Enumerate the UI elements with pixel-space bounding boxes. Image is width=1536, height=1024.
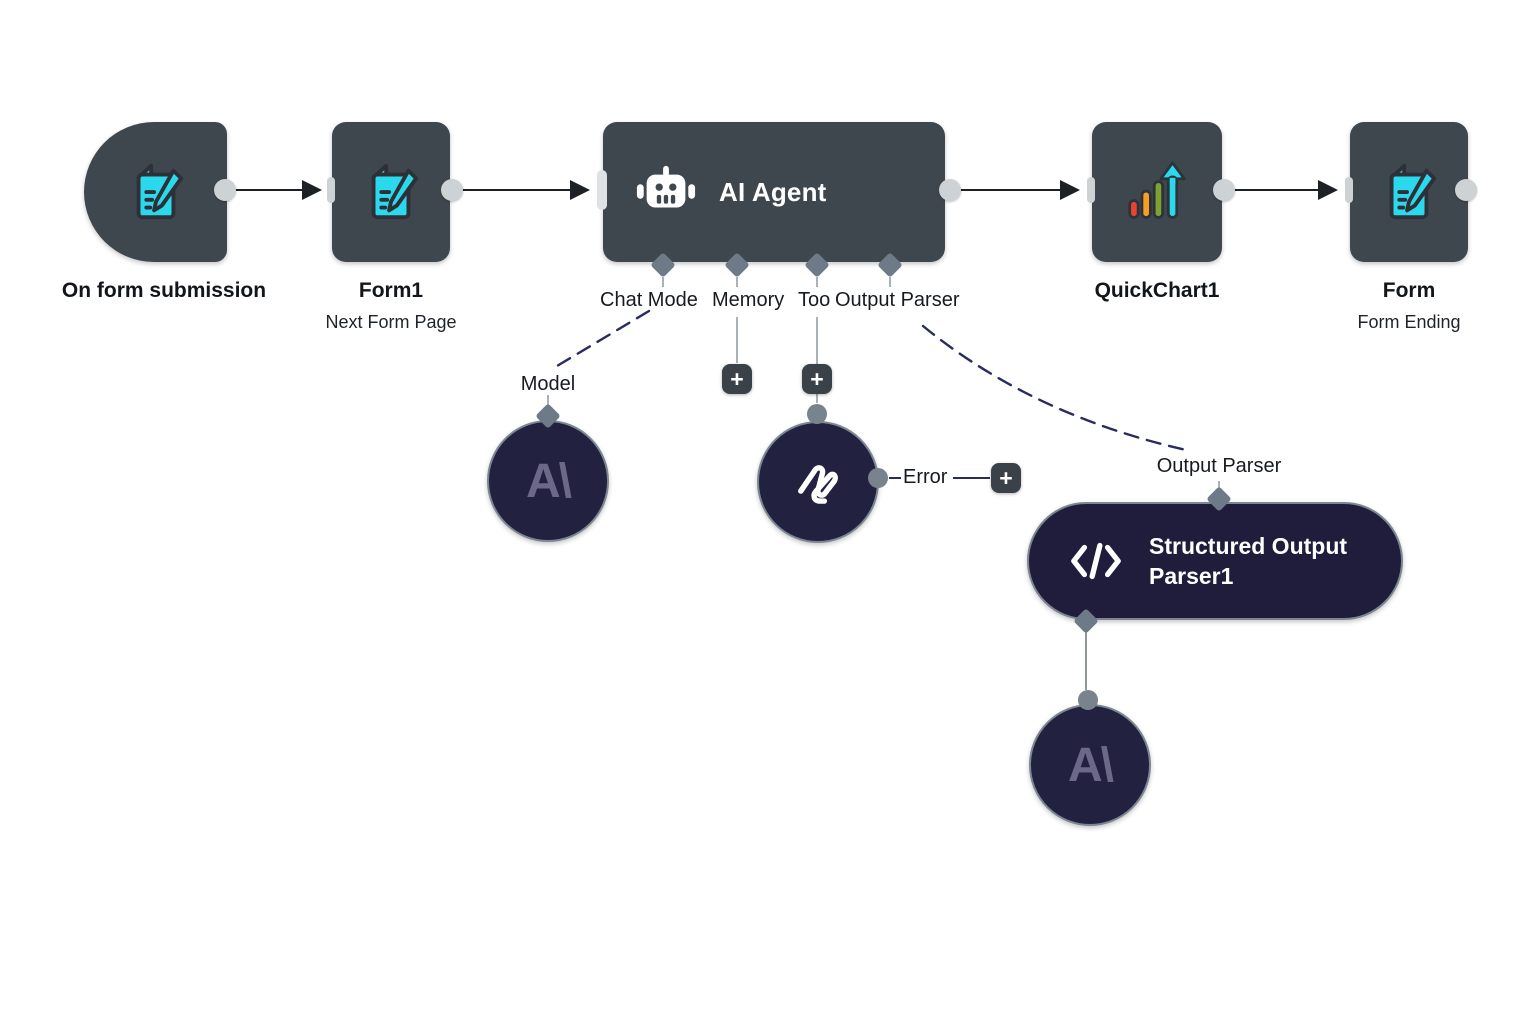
anthropic-logo: A\ [1068, 738, 1114, 792]
node-label: Structured Output Parser1 [1149, 533, 1348, 589]
tool-port-label: Too [798, 289, 831, 311]
node-sublabel: Form Ending [1357, 312, 1461, 332]
node-on-form-submission[interactable] [84, 122, 227, 262]
node-label: Form1 [358, 279, 424, 302]
node-form-ending[interactable] [1350, 122, 1468, 262]
output-port[interactable] [1455, 179, 1477, 201]
memory-error-port[interactable] [868, 468, 888, 488]
node-quickchart1[interactable] [1092, 122, 1222, 262]
add-error-handler-button[interactable]: + [991, 463, 1021, 493]
node-chat-model[interactable]: A\ [487, 420, 609, 542]
memory-node-input-port[interactable] [807, 404, 827, 424]
node-label: On form submission [61, 279, 267, 302]
input-port[interactable] [327, 177, 335, 203]
chart-icon [1128, 161, 1186, 219]
input-port[interactable] [1087, 177, 1095, 203]
input-port[interactable] [1345, 177, 1353, 203]
anthropic-logo: A\ [526, 454, 572, 508]
node-parser-model[interactable]: A\ [1029, 704, 1151, 826]
node-structured-output-parser1[interactable]: Structured Output Parser1 [1027, 502, 1403, 620]
parser-model-input-port[interactable] [1078, 690, 1098, 710]
robot-icon [636, 165, 696, 208]
form-icon [371, 163, 419, 220]
form-icon [1389, 163, 1437, 220]
input-port[interactable] [597, 170, 607, 210]
add-tool-button[interactable]: + [802, 364, 832, 394]
memory-port-label: Memory [712, 289, 785, 311]
structured-output-parser-port-label: Output Parser [1156, 455, 1282, 477]
form-icon [136, 163, 183, 220]
node-label: Form [1382, 279, 1436, 302]
output-port[interactable] [214, 179, 236, 201]
output-port[interactable] [1213, 179, 1235, 201]
node-ai-agent[interactable]: AI Agent [603, 122, 945, 262]
node-sublabel: Next Form Page [325, 312, 457, 332]
memory-squiggle-icon [798, 465, 838, 504]
output-parser-port-label: Output Parser [835, 289, 960, 311]
add-memory-button[interactable]: + [722, 364, 752, 394]
node-label: QuickChart1 [1094, 279, 1220, 302]
code-icon [1071, 542, 1121, 580]
chat-model-port-label: Chat Mode [600, 289, 698, 311]
output-port[interactable] [441, 179, 463, 201]
node-memory[interactable] [757, 421, 879, 543]
output-port[interactable] [939, 179, 961, 201]
error-label: Error [903, 466, 948, 488]
node-label: AI Agent [719, 176, 827, 207]
model-port-label: Model [520, 373, 576, 395]
node-form1[interactable] [332, 122, 450, 262]
